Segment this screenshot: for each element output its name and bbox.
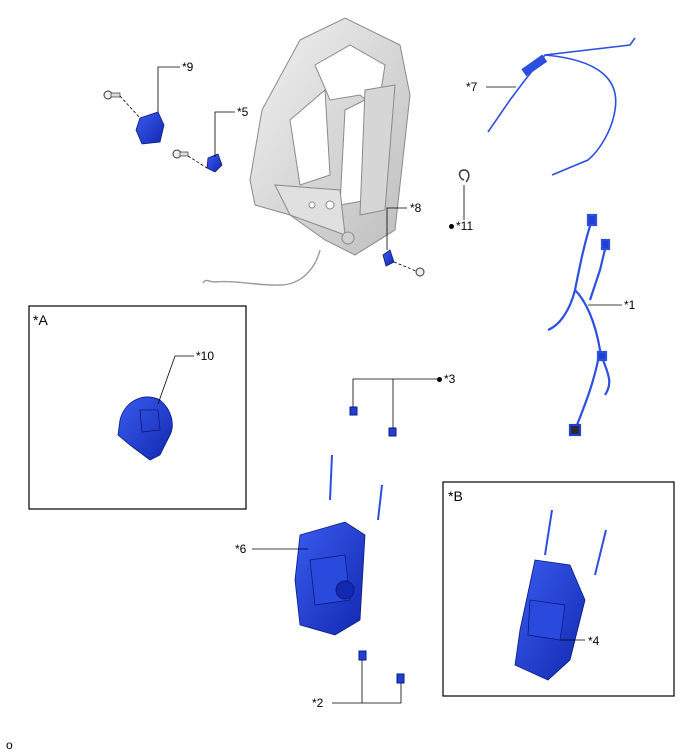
part-4-assembly (514, 509, 607, 681)
seat-back-frame (249, 17, 411, 256)
part-7-cable (487, 37, 636, 176)
label-6: *6 (235, 542, 247, 556)
part-5-bolt (172, 149, 189, 159)
part-6-assembly (294, 454, 383, 636)
part-10-cover (117, 396, 173, 461)
part-1-harness (547, 213, 611, 437)
part-5-bracket (206, 153, 223, 173)
dot-icon (437, 377, 442, 383)
part-8-bolt (415, 267, 425, 277)
part-2-clips (358, 650, 405, 684)
label-1: *1 (624, 298, 636, 312)
part-8-bracket (382, 249, 395, 267)
detail-box-b (442, 481, 675, 697)
frame-wire (202, 249, 321, 286)
label-8: *8 (410, 201, 422, 215)
label-11: *11 (449, 219, 473, 233)
label-3-text: *3 (444, 372, 456, 386)
leader-5 (214, 111, 235, 157)
part-9-bolt (103, 90, 121, 100)
footer-mark: o (6, 738, 13, 752)
label-10: *10 (196, 349, 215, 363)
part-9-cover (135, 111, 165, 145)
leader-9 (157, 66, 180, 112)
label-3: *3 (437, 372, 455, 386)
box-a-label: *A (33, 312, 48, 328)
part-11-clip (458, 169, 470, 183)
label-5: *5 (237, 105, 249, 119)
detail-box-a (28, 305, 247, 510)
label-9: *9 (182, 60, 194, 74)
label-4: *4 (588, 634, 600, 648)
box-b-label: *B (448, 488, 463, 504)
leader-10 (157, 355, 194, 405)
dot-icon (449, 224, 454, 230)
label-11-text: *11 (456, 219, 474, 233)
part-3-clips (349, 406, 397, 437)
label-7: *7 (466, 80, 478, 94)
leader-8 (386, 207, 407, 250)
label-2: *2 (312, 696, 324, 710)
